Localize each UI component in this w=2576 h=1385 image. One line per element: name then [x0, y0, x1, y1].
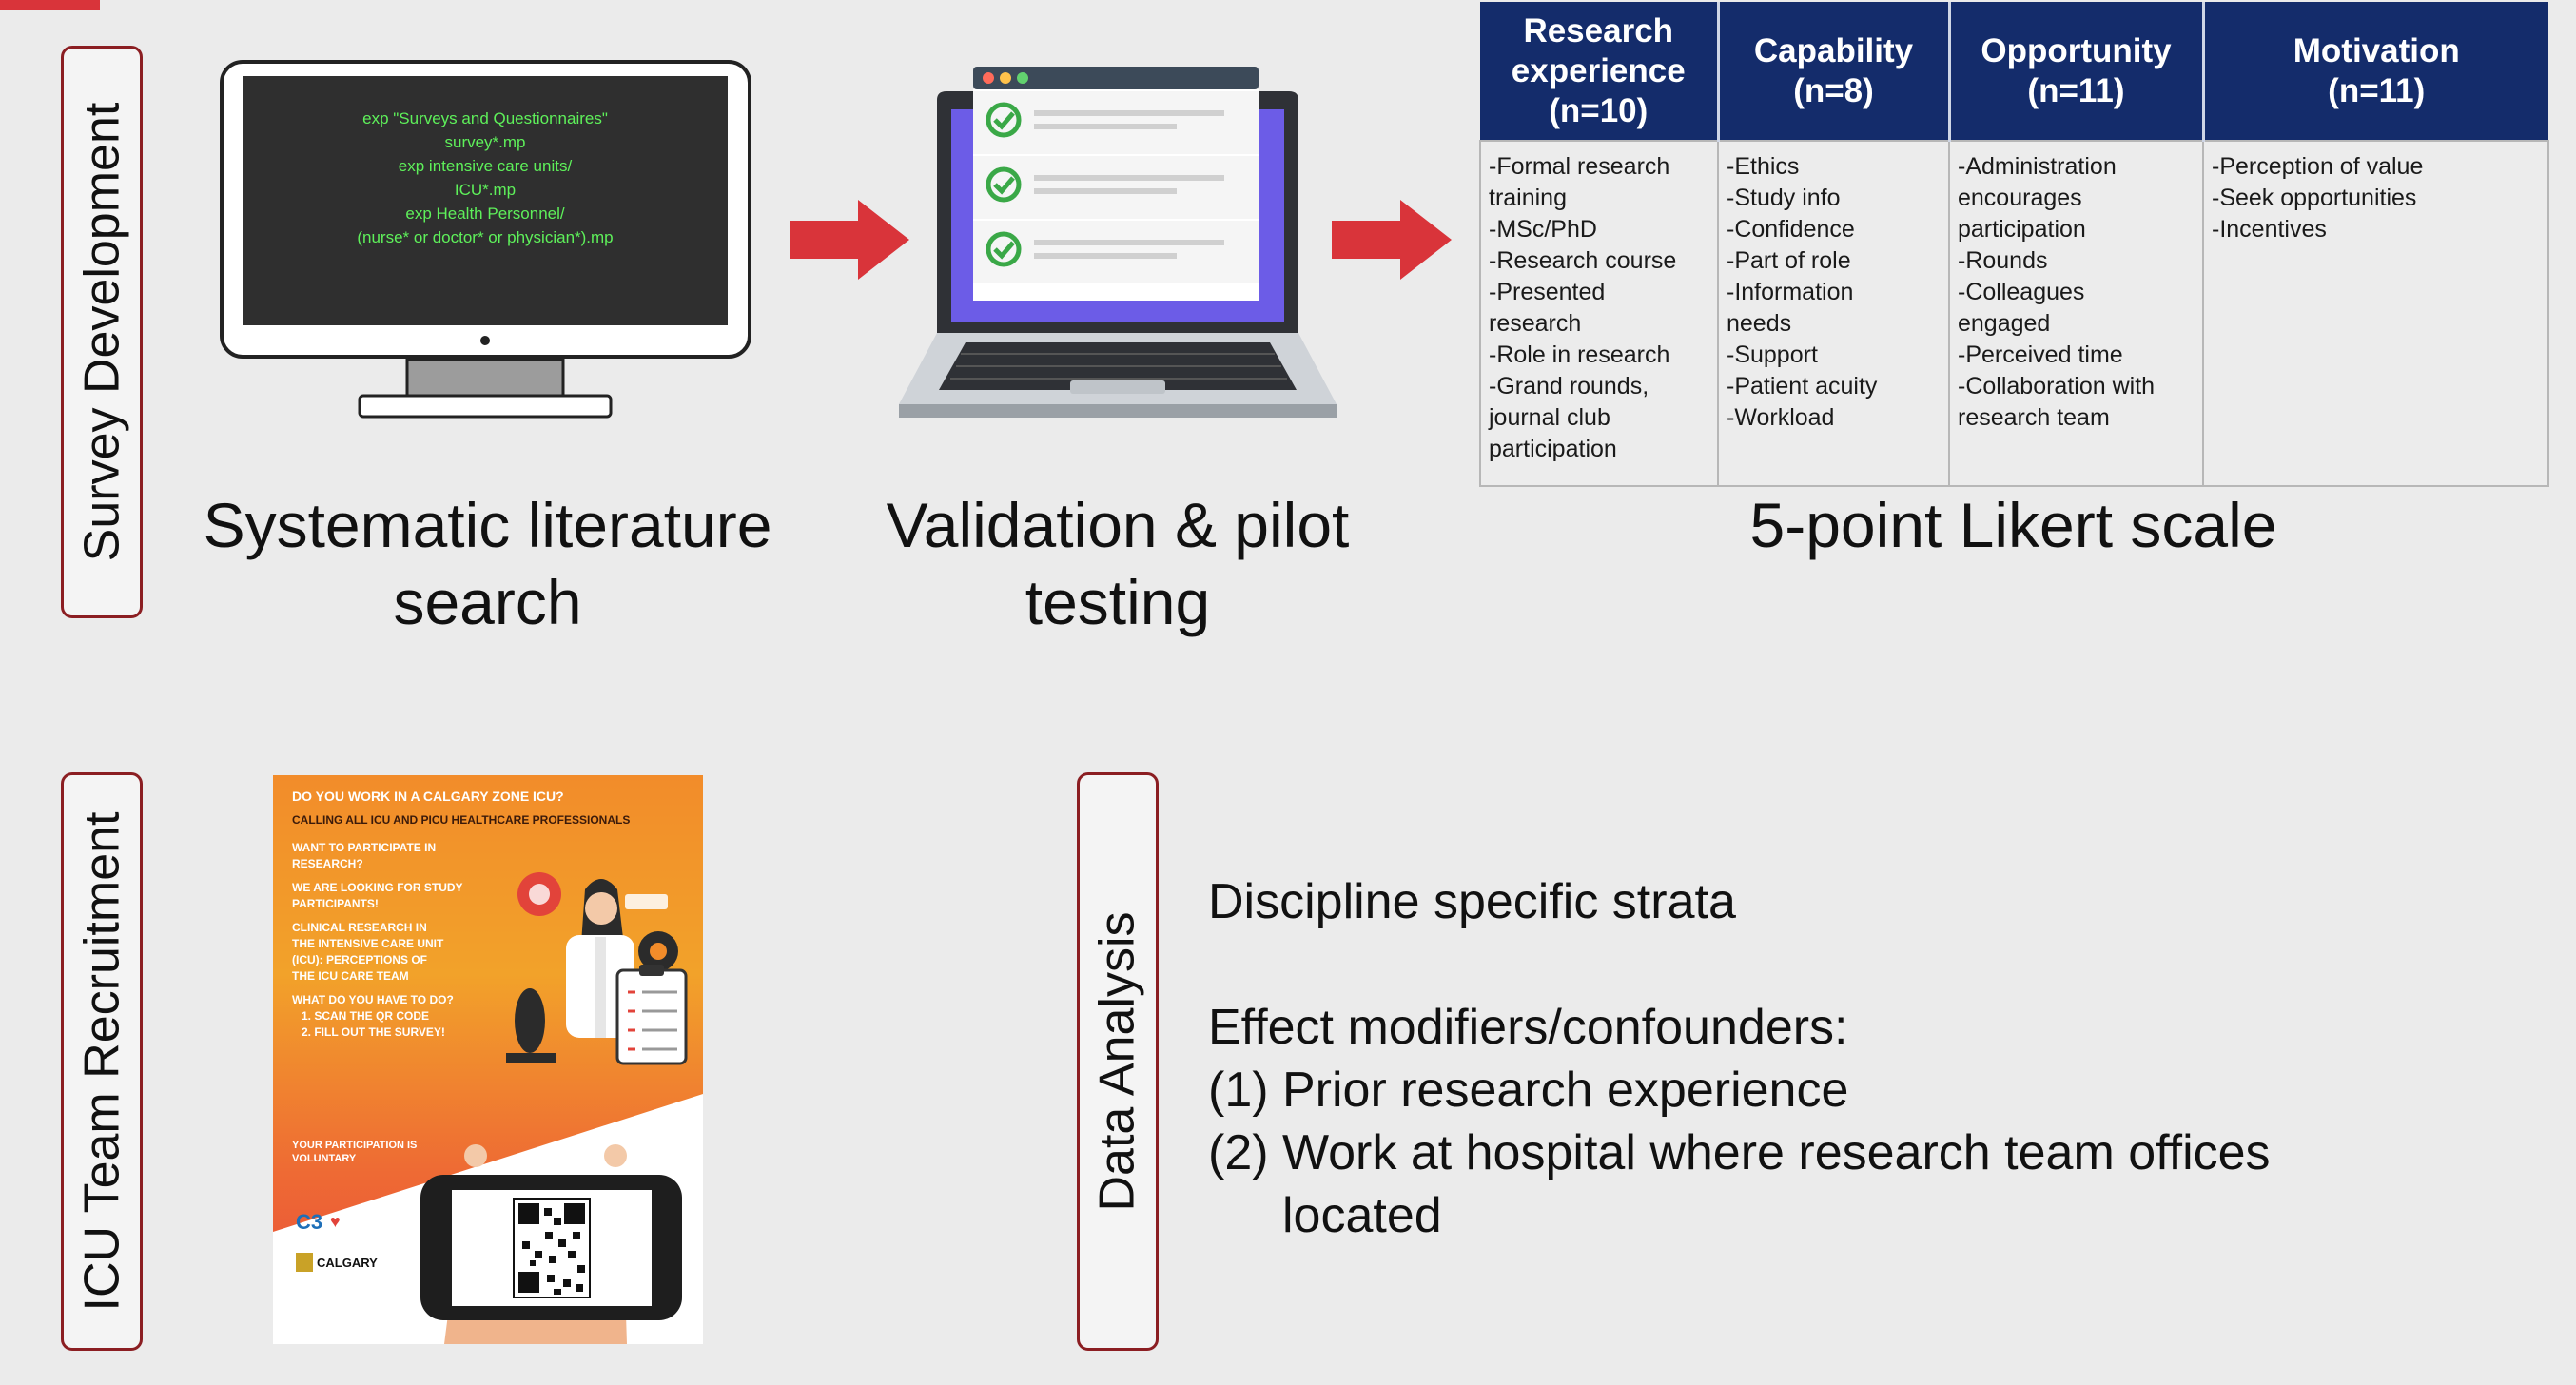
- step3-caption: 5-point Likert scale: [1749, 490, 2277, 560]
- poster-line: PARTICIPANTS!: [292, 897, 379, 910]
- domain-table: Research experience (n=10) Capability (n…: [1479, 2, 2549, 487]
- poster-line: 2. FILL OUT THE SURVEY!: [302, 1025, 445, 1039]
- search-line-3: exp intensive care units/: [398, 157, 573, 175]
- analysis-item-1: (1) Prior research experience: [1208, 1063, 1849, 1118]
- cell-research-experience: -Formal research training -MSc/PhD -Rese…: [1479, 140, 1719, 487]
- table-header-row: Research experience (n=10) Capability (n…: [1480, 2, 2548, 141]
- header-opportunity: Opportunity (n=11): [1949, 2, 2205, 141]
- survey-development-label-text: Survey Development: [74, 102, 129, 562]
- arrow-right-icon: [790, 200, 909, 280]
- step2-caption-line2: testing: [1025, 567, 1211, 638]
- search-line-2: survey*.mp: [444, 133, 526, 151]
- data-analysis-label: Data Analysis: [1077, 772, 1159, 1351]
- header-motivation: Motivation (n=11): [2203, 2, 2548, 141]
- step1-caption-line1: Systematic literature: [203, 490, 772, 560]
- poster-headline: DO YOU WORK IN A CALGARY ZONE ICU?: [292, 789, 564, 804]
- poster-footer: YOUR PARTICIPATION IS VOLUNTARY: [292, 1139, 417, 1165]
- recruitment-poster: DO YOU WORK IN A CALGARY ZONE ICU? CALLI…: [273, 775, 703, 1344]
- recruitment-label-text: ICU Team Recruitment: [74, 811, 130, 1312]
- poster-line: WANT TO PARTICIPATE IN: [292, 841, 437, 854]
- step2-caption: Validation & pilot testing: [832, 487, 1403, 641]
- data-analysis-label-text: Data Analysis: [1090, 911, 1146, 1212]
- analysis-strata-line: Discipline specific strata: [1208, 874, 1736, 929]
- analysis-item-2: (2) Work at hospital where research team…: [1208, 1125, 2271, 1243]
- university-shield-icon: [296, 1253, 313, 1272]
- search-line-6: (nurse* or doctor* or physician*).mp: [357, 228, 614, 246]
- laptop-checklist-illustration: [899, 67, 1337, 418]
- analysis-confounders-heading: Effect modifiers/confounders:: [1208, 1000, 1848, 1055]
- cell-capability: -Ethics -Study info -Confidence -Part of…: [1717, 140, 1950, 487]
- poster-line: RESEARCH?: [292, 857, 363, 870]
- header-research-experience: Research experience (n=10): [1480, 2, 1720, 141]
- poster-line: THE INTENSIVE CARE UNIT: [292, 937, 444, 950]
- poster-text: DO YOU WORK IN A CALGARY ZONE ICU? CALLI…: [292, 789, 692, 1041]
- step1-caption-line2: search: [393, 567, 582, 638]
- search-line-4: ICU*.mp: [454, 181, 517, 199]
- search-strategy-text: exp "Surveys and Questionnaires" survey*…: [243, 107, 728, 249]
- analysis-text: Discipline specific strata Effect modifi…: [1208, 870, 2540, 1247]
- step1-caption: Systematic literature search: [171, 487, 804, 641]
- table-row: -Formal research training -MSc/PhD -Rese…: [1479, 140, 2549, 487]
- step2-caption-line1: Validation & pilot: [886, 490, 1350, 560]
- poster-line: CLINICAL RESEARCH IN: [292, 921, 427, 934]
- c3-logo: C3: [296, 1210, 323, 1234]
- header-capability: Capability (n=8): [1718, 2, 1951, 141]
- corner-accent-bar: [0, 0, 100, 10]
- survey-development-label: Survey Development: [61, 46, 143, 618]
- poster-line: 1. SCAN THE QR CODE: [302, 1009, 430, 1023]
- search-line-1: exp "Surveys and Questionnaires": [362, 109, 608, 127]
- calgary-logo: CALGARY: [317, 1256, 378, 1270]
- poster-line: WE ARE LOOKING FOR STUDY: [292, 881, 463, 894]
- monitor-illustration: [220, 60, 751, 419]
- poster-line: (ICU): PERCEPTIONS OF: [292, 953, 428, 966]
- search-line-5: exp Health Personnel/: [405, 205, 565, 223]
- heart-icon: ♥: [330, 1212, 341, 1231]
- poster-footer-line: VOLUNTARY: [292, 1153, 357, 1164]
- recruitment-label: ICU Team Recruitment: [61, 772, 143, 1351]
- arrow-right-icon: [1332, 200, 1452, 280]
- poster-line: WHAT DO YOU HAVE TO DO?: [292, 993, 454, 1006]
- cell-motivation: -Perception of value -Seek opportunities…: [2202, 140, 2549, 487]
- poster-line: CALLING ALL ICU AND PICU HEALTHCARE PROF…: [292, 813, 631, 827]
- cell-opportunity: -Administration encourages participation…: [1948, 140, 2204, 487]
- poster-line: THE ICU CARE TEAM: [292, 969, 409, 983]
- poster-graphics: [273, 872, 703, 1344]
- poster-footer-line: YOUR PARTICIPATION IS: [292, 1140, 418, 1151]
